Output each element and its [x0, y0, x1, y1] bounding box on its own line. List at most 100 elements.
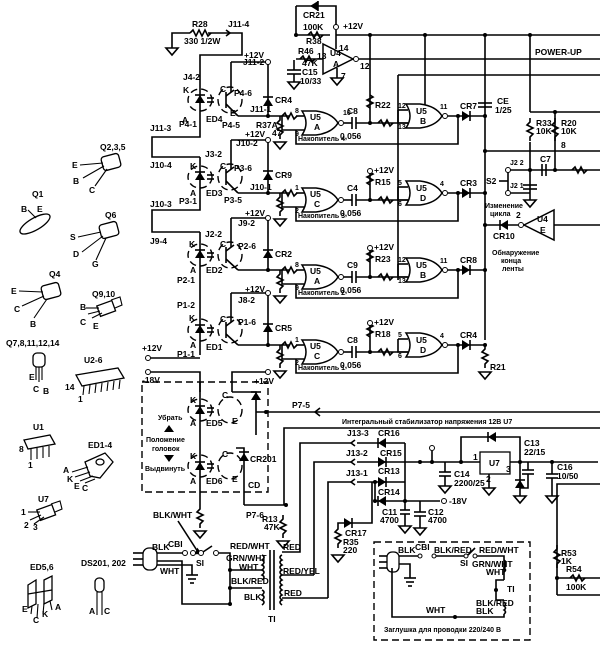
nor-gate	[300, 110, 344, 136]
svg-text:220: 220	[343, 545, 357, 555]
svg-text:J11-1: J11-1	[250, 104, 272, 114]
svg-text:1: 1	[21, 507, 26, 517]
svg-text:C: C	[104, 606, 110, 616]
nor-gate	[404, 332, 448, 358]
svg-text:E: E	[540, 225, 546, 235]
svg-text:2: 2	[24, 520, 29, 530]
svg-text:B: B	[73, 176, 79, 186]
svg-text:22/15: 22/15	[524, 447, 546, 457]
capacitor-value: 0,056	[340, 208, 362, 218]
transistor-body-icon	[100, 152, 122, 172]
arrow-up-icon	[164, 425, 174, 432]
legend-q2-label: Q2,3,5	[100, 142, 126, 152]
svg-text:C: C	[82, 483, 88, 493]
svg-text:C7: C7	[540, 154, 551, 164]
svg-text:J11-4: J11-4	[228, 19, 250, 29]
svg-text:R20: R20	[561, 118, 577, 128]
svg-text:+12V: +12V	[254, 376, 274, 386]
u4a-comparator: CR21 100K R38 R46 47K C15 10/33 +12V 14 …	[286, 1, 600, 91]
legend-ds201-202: DS201, 202 A C	[81, 558, 126, 616]
svg-text:S2: S2	[486, 176, 497, 186]
svg-text:47K: 47K	[264, 522, 280, 532]
to220-icon	[35, 503, 57, 522]
svg-text:1: 1	[473, 452, 478, 462]
svg-text:Q1: Q1	[32, 189, 44, 199]
led-icon	[94, 577, 105, 593]
svg-text:12: 12	[360, 61, 370, 71]
gate-label: U5	[416, 106, 427, 116]
svg-text:J11-3: J11-3	[150, 123, 172, 133]
legend-q9-10: Q9,10 B C E	[80, 289, 123, 331]
svg-text:3: 3	[506, 464, 511, 474]
pin-label: 11	[440, 104, 448, 111]
s2-switch: S2 J2 2 J2 1	[486, 160, 538, 209]
diode-label: CR3	[460, 178, 477, 188]
accumulator-row	[270, 245, 487, 299]
optocoupler-ed3: J3-2 K A ED3 C P3-6 P3-1 P3-5 J10-2 +12V…	[179, 129, 292, 228]
svg-text:TI: TI	[268, 614, 276, 624]
svg-text:Интегральный стабилизатор напр: Интегральный стабилизатор напряжения 12В…	[342, 418, 512, 426]
svg-text:Q9,10: Q9,10	[92, 289, 115, 299]
svg-text:J2 2: J2 2	[510, 160, 524, 167]
svg-text:P1-1: P1-1	[177, 349, 195, 359]
gate-sub-label: B	[420, 116, 426, 126]
svg-text:C15: C15	[302, 67, 318, 77]
svg-text:Q4: Q4	[49, 269, 61, 279]
svg-text:P7-5: P7-5	[292, 400, 310, 410]
pin-label: 2	[295, 360, 299, 367]
optocoupler-ed4: J4-2 K A ED4 C P4-6 E P4-1 P4-5 J11-2 +1…	[179, 50, 292, 130]
svg-text:A: A	[190, 476, 196, 486]
svg-text:RED: RED	[284, 588, 302, 598]
ce-capacitor: CE 1/25	[478, 96, 512, 115]
svg-text:C: C	[80, 317, 86, 327]
accumulator-label: Накопитель 4	[298, 136, 345, 143]
svg-text:U4: U4	[537, 214, 548, 224]
svg-text:B: B	[21, 204, 27, 214]
pin-label: 8	[295, 108, 299, 115]
svg-text:GRN/WHT: GRN/WHT	[226, 553, 267, 563]
svg-text:CR201: CR201	[250, 454, 277, 464]
svg-text:A: A	[190, 188, 196, 198]
svg-text:U1: U1	[33, 422, 44, 432]
svg-text:U7: U7	[38, 494, 49, 504]
svg-text:CR2: CR2	[275, 249, 292, 259]
svg-text:P3-5: P3-5	[224, 195, 242, 205]
svg-text:P4-5: P4-5	[222, 120, 240, 130]
gate-sub-label: A	[314, 122, 320, 132]
supply-label: +12V	[374, 317, 394, 327]
gate-label: U5	[416, 260, 427, 270]
svg-text:SI: SI	[196, 558, 204, 568]
svg-text:RED/WHT: RED/WHT	[479, 545, 519, 555]
diode-led-icon	[195, 95, 205, 103]
svg-text:+12V: +12V	[245, 208, 265, 218]
accumulator-label: Накопитель 3	[298, 213, 345, 220]
svg-text:-18V: -18V	[142, 375, 160, 385]
svg-text:R13: R13	[262, 514, 278, 524]
pin-label: 8	[295, 262, 299, 269]
diode-label: CR7	[460, 101, 477, 111]
svg-text:R28: R28	[192, 19, 208, 29]
pin-label: 10	[343, 110, 351, 117]
svg-text:J9-4: J9-4	[150, 236, 167, 246]
p7-5-bus: P7-5 Интегральный стабилизатор напряжени…	[283, 400, 600, 505]
svg-text:P4-6: P4-6	[234, 88, 252, 98]
svg-text:CR10: CR10	[493, 231, 515, 241]
svg-text:A: A	[182, 115, 188, 125]
svg-text:J13-3: J13-3	[347, 428, 369, 438]
svg-text:R35: R35	[343, 537, 359, 547]
svg-text:Изменение: Изменение	[485, 203, 523, 210]
dip14-icon	[74, 367, 126, 387]
svg-text:GRN/WHT: GRN/WHT	[472, 559, 513, 569]
svg-text:7: 7	[341, 71, 346, 81]
svg-text:CD: CD	[248, 480, 260, 490]
svg-text:WHT: WHT	[239, 562, 259, 572]
svg-text:J3-2: J3-2	[205, 149, 222, 159]
svg-text:R33: R33	[536, 118, 552, 128]
r33-r20: R33 10K R20 10K 8 C7	[510, 118, 600, 200]
gate-sub-label: D	[420, 193, 426, 203]
pin-label: 4	[440, 181, 444, 188]
legend-ed1-4: ED1-4 A K E C	[63, 440, 114, 493]
legend-q2-3-5: Q2,3,5 E B C	[72, 142, 126, 195]
